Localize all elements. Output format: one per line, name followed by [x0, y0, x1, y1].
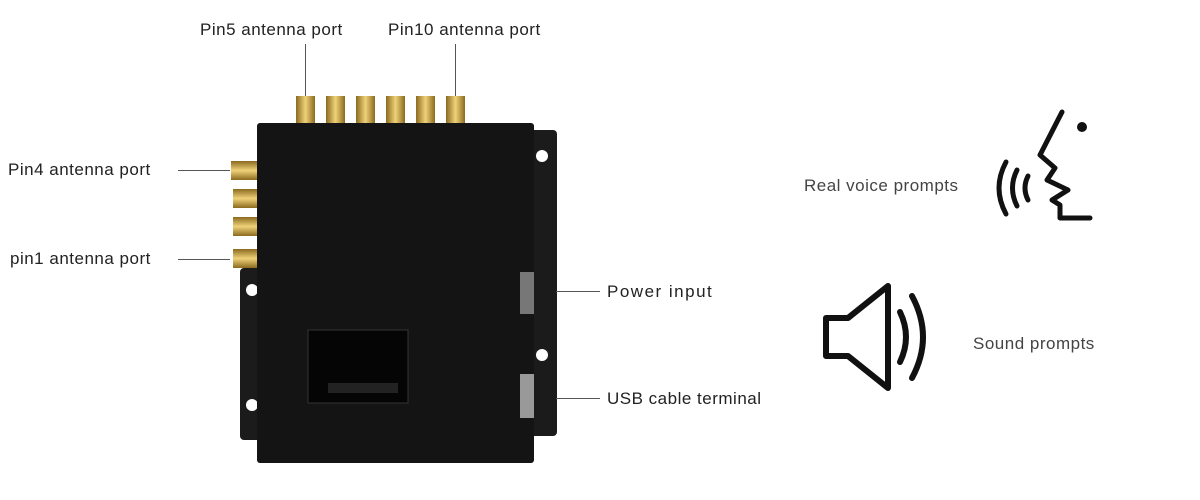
- leader-line: [556, 291, 600, 292]
- label-pin4-antenna-port: Pin4 antenna port: [8, 160, 151, 179]
- label-pin10-antenna-port: Pin10 antenna port: [388, 20, 541, 39]
- label-usb-cable-terminal: USB cable terminal: [607, 389, 762, 408]
- label-real-voice-prompts: Real voice prompts: [804, 176, 959, 195]
- leader-line: [455, 44, 456, 96]
- device-body: [257, 123, 534, 463]
- label-pin5-antenna-port: Pin5 antenna port: [200, 20, 343, 39]
- label-sound-prompts: Sound prompts: [973, 334, 1095, 353]
- leader-line: [178, 170, 230, 171]
- top-antenna-connectors: [296, 96, 465, 128]
- left-antenna-connectors: [231, 161, 263, 268]
- leader-line: [178, 259, 230, 260]
- leader-line: [305, 44, 306, 96]
- label-power-input: Power input: [607, 282, 714, 301]
- label-pin1-antenna-port: pin1 antenna port: [10, 249, 151, 268]
- leader-line: [556, 398, 600, 399]
